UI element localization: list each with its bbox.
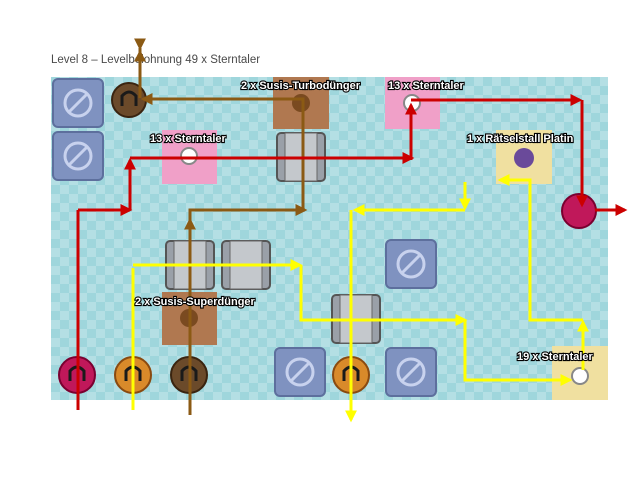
level-title: Level 8 – Levelbelohnung 49 x Sterntaler	[51, 54, 261, 66]
game-board	[51, 77, 608, 400]
